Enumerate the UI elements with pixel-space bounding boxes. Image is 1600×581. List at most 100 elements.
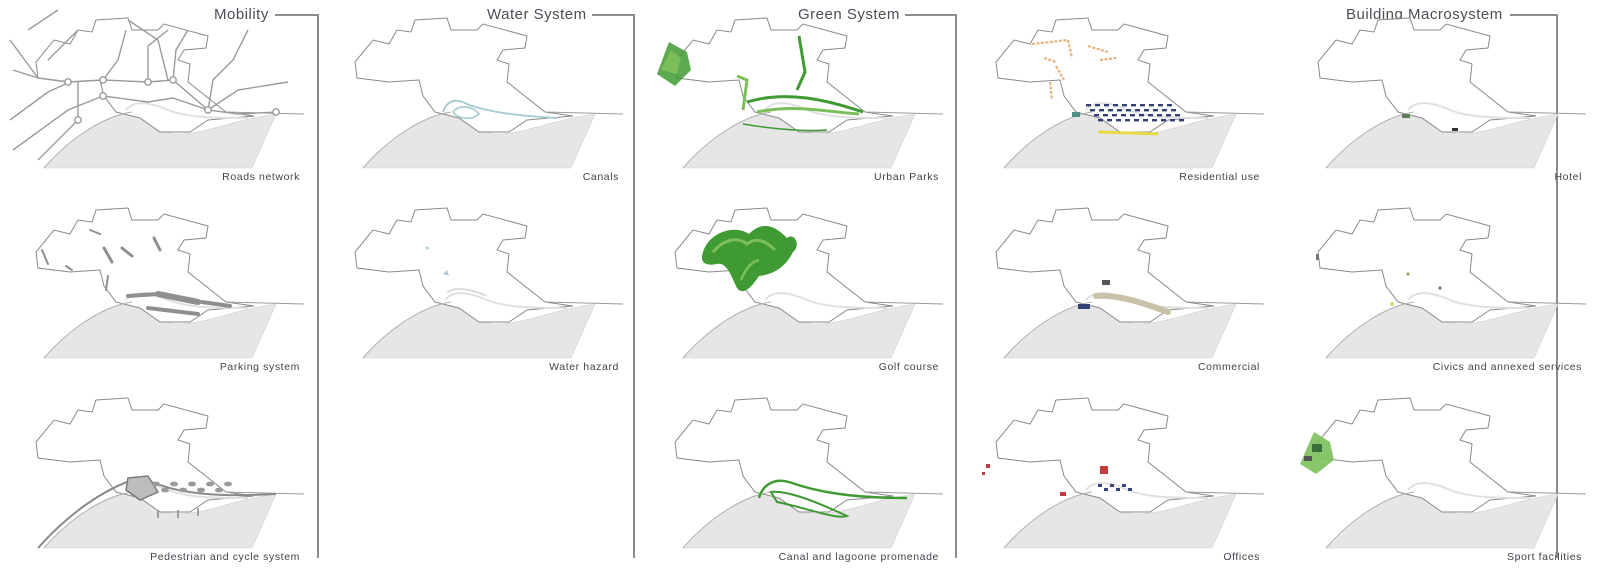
residential-unit [1135, 109, 1140, 112]
shoreline [1003, 301, 1093, 359]
residential-unit [1099, 109, 1104, 112]
coast-road [544, 301, 624, 305]
hotel-building [1452, 128, 1458, 131]
section-title-water-system: Water System [487, 6, 587, 23]
coast-road [1507, 301, 1587, 305]
residential-unit [1171, 109, 1176, 112]
office-unit [1128, 488, 1132, 491]
coast-road [225, 491, 305, 495]
civic-building [1316, 254, 1319, 260]
caption-pedestrian-cycle-system: Pedestrian and cycle system [150, 551, 300, 563]
panel-golf-course: Golf course [647, 190, 947, 380]
roundabout [74, 116, 82, 124]
lagoon-trace [125, 102, 249, 119]
panel-civics-annexed-services: Civics and annexed services [1290, 190, 1590, 380]
parking-area [200, 300, 232, 308]
residential-unit [1131, 104, 1136, 107]
residential-block [1066, 39, 1074, 59]
roundabout [204, 106, 212, 114]
residential-block [1099, 56, 1117, 62]
civic-building [1390, 302, 1394, 306]
caption-commercial: Commercial [1197, 361, 1260, 373]
golf-fairway [739, 258, 760, 281]
map-golf-course [674, 207, 944, 359]
site-outline [674, 17, 894, 133]
site-outline [1317, 207, 1537, 323]
parking-area [41, 249, 49, 265]
coast-road [864, 491, 944, 495]
roundabout [64, 78, 72, 86]
office-unit [1110, 484, 1114, 487]
residential-unit [1095, 104, 1100, 107]
section-title-building-macrosystem: Building Macrosystem [1346, 6, 1503, 23]
panel-hotel: Hotel [1290, 0, 1590, 190]
shoreline [43, 491, 133, 549]
section-line-green-top [905, 14, 957, 16]
coast-road [1185, 491, 1265, 495]
road-segment [102, 29, 127, 81]
commercial-unit [1102, 280, 1110, 285]
residential-unit [1152, 119, 1157, 122]
residential-unit [1113, 104, 1118, 107]
site-outline [674, 207, 894, 323]
parking-area [155, 291, 201, 305]
residential-unit [1162, 109, 1167, 112]
urban-park-strip [742, 123, 828, 132]
residential-unit [1161, 119, 1166, 122]
panel-pedestrian-cycle-system: Pedestrian and cycle system [8, 380, 308, 570]
coast-road [1185, 301, 1265, 305]
section-title-green-system: Green System [798, 6, 900, 23]
sport-court [1304, 456, 1312, 461]
civic-building [1406, 272, 1410, 276]
residential-unit [1140, 104, 1145, 107]
caption-civics-annexed-services: Civics and annexed services [1432, 361, 1582, 373]
site-outline [995, 397, 1215, 513]
caption-parking-system: Parking system [219, 361, 300, 373]
residential-unit [1143, 119, 1148, 122]
panel-urban-parks: Urban Parks [647, 0, 947, 190]
coast-road [1507, 491, 1587, 495]
pedestrian-node [206, 481, 214, 487]
residential-unit [1098, 119, 1103, 122]
section-line-water-vertical [633, 14, 635, 558]
parking-area [152, 236, 162, 252]
residential-unit [1167, 104, 1172, 107]
water-hazard [425, 246, 429, 250]
shoreline [1003, 491, 1093, 549]
lagoon-trace [1407, 482, 1531, 499]
residential-unit [1116, 119, 1121, 122]
pedestrian-node [170, 481, 178, 487]
section-line-building-vertical [1556, 14, 1558, 558]
pedestrian-plaza [125, 475, 160, 501]
panel-water-hazard: Water hazard [327, 190, 627, 380]
site-outline [354, 207, 574, 323]
road-segment [172, 29, 189, 81]
residential-unit [1158, 104, 1163, 107]
caption-urban-parks: Urban Parks [874, 171, 939, 183]
water-hazard [443, 270, 449, 276]
caption-canal-lagoone-promenade: Canal and lagoone promenade [778, 551, 939, 563]
residential-unit [1179, 119, 1184, 122]
urban-park-strip [795, 35, 807, 91]
map-hotel [1317, 17, 1587, 169]
office-unit [1098, 484, 1102, 487]
residential-unit [1148, 114, 1153, 117]
road-segment [12, 69, 39, 79]
parking-area [105, 275, 109, 291]
sport-field [1300, 432, 1334, 474]
canal-trace [446, 288, 488, 297]
urban-park-strip [736, 74, 749, 111]
road-segment [47, 29, 79, 61]
shoreline [682, 301, 772, 359]
section-title-mobility: Mobility [214, 6, 269, 23]
coast-road [544, 111, 624, 115]
residential-unit [1134, 119, 1139, 122]
roundabout [272, 108, 280, 116]
residential-unit [1072, 112, 1080, 117]
coast-road [225, 301, 305, 305]
roundabout [99, 92, 107, 100]
residential-unit [1175, 114, 1180, 117]
office-unit [982, 472, 985, 475]
lagoon-trace [1407, 102, 1531, 119]
parking-area [120, 246, 134, 258]
